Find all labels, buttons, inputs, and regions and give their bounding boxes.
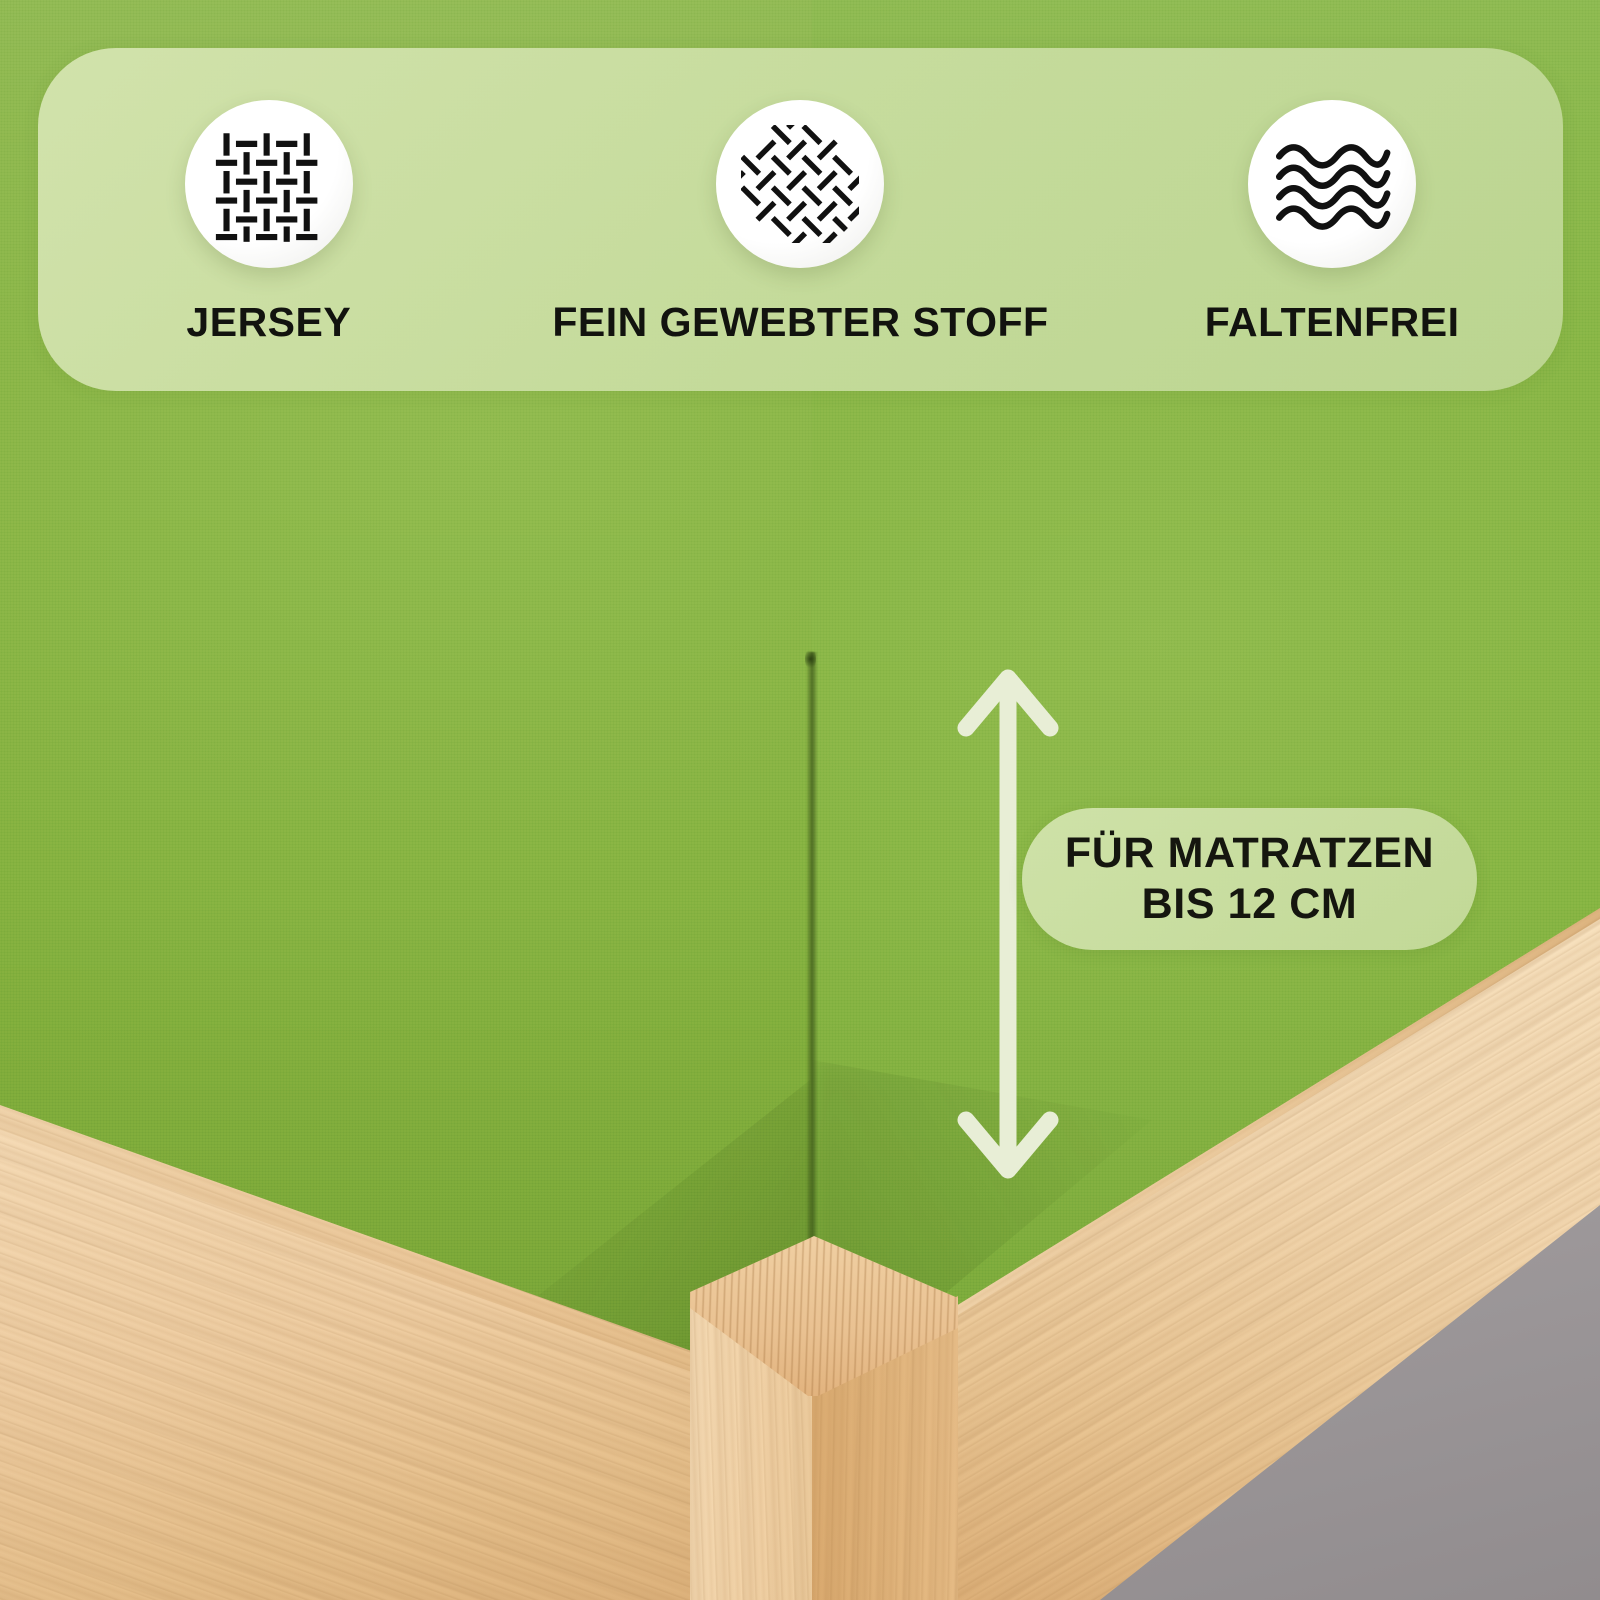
basket-weave-grid-icon [215,133,318,242]
feature-icon-circle [716,100,885,268]
fabric-seam-knot [805,648,816,670]
mattress-height-badge: FÜR MATRATZEN BIS 12 CM [1022,808,1477,950]
badge-line-2: BIS 12 CM [1141,880,1358,928]
feature-label: FALTENFREI [1204,299,1460,345]
fabric-corner-seam [806,652,818,1397]
wavy-lines-icon [1276,144,1391,230]
double-headed-vertical-arrow-icon [957,669,1059,1179]
feature-badge-bar: JERSEY [38,48,1563,391]
feature-label: JERSEY [186,299,352,345]
feature-woven-fabric: FEIN GEWEBTER STOFF [520,48,1080,343]
feature-wrinkle-free: FALTENFREI [1122,48,1542,343]
feature-icon-circle [184,100,353,268]
feature-label: FEIN GEWEBTER STOFF [552,299,1049,345]
badge-line-1: FÜR MATRATZEN [1064,829,1435,878]
diagonal-basket-weave-icon [741,125,860,243]
feature-icon-circle [1248,100,1417,268]
feature-jersey: JERSEY [59,48,479,343]
